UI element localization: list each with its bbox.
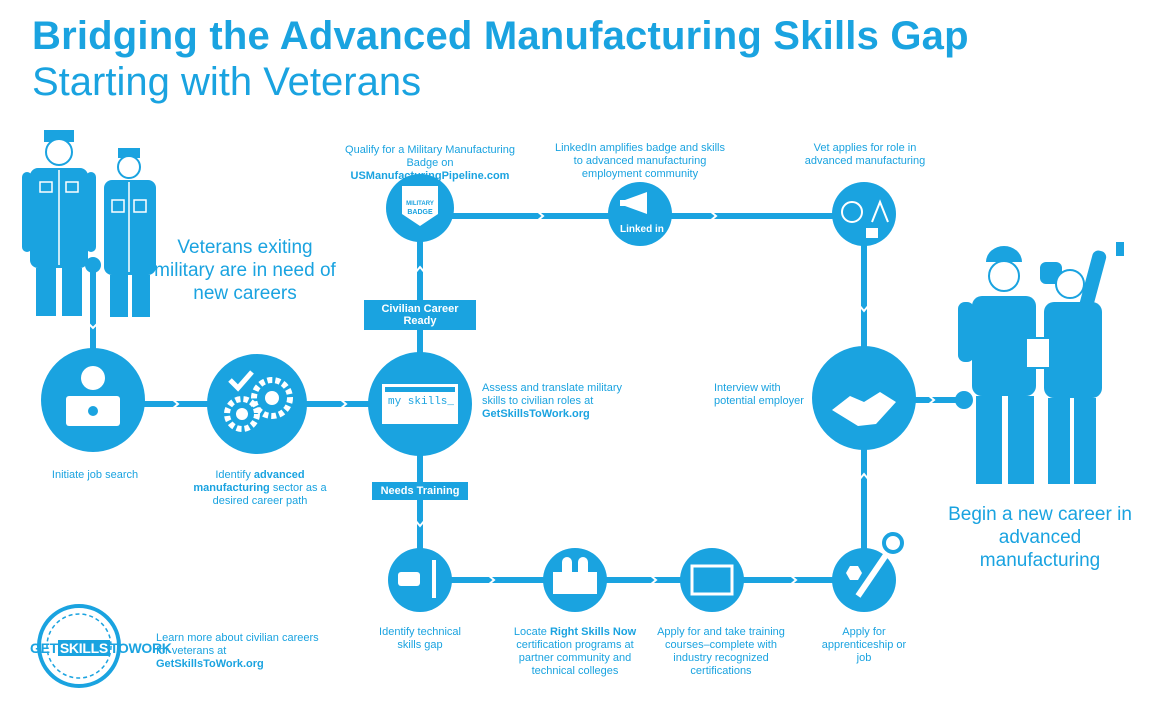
assess-caption: Assess and translate military skills to …	[482, 382, 622, 420]
oil-derrick-icon	[866, 199, 889, 238]
person-icon	[841, 201, 863, 223]
civilian-career-ready-tag: Civilian Career Ready	[364, 300, 476, 330]
outcome-text: Begin a new career in advanced manufactu…	[948, 504, 1132, 571]
checkmark-icon	[228, 370, 254, 392]
training-courses-circle	[680, 548, 744, 612]
arrow-down	[414, 519, 426, 528]
screwdriver-icon	[432, 560, 436, 598]
linkedin-label: Linked in	[620, 224, 664, 235]
my-skills-box: my skills_	[382, 384, 458, 424]
veterans-intro-text: Veterans exiting military are in need of…	[154, 237, 336, 304]
arrow-right	[649, 574, 658, 586]
interview-caption: Interview with potential employer	[714, 382, 804, 407]
interview-circle	[812, 346, 916, 450]
identify-caption: Identify advanced manufacturing sector a…	[193, 469, 327, 507]
page-title: Bridging the Advanced Manufacturing Skil…	[32, 14, 969, 58]
page-subtitle: Starting with Veterans	[32, 60, 422, 104]
arrow-right	[709, 210, 718, 222]
gears-icon	[224, 377, 293, 432]
training-caption: Apply for and take training courses–comp…	[657, 626, 785, 677]
get-skills-to-work-logo	[37, 604, 121, 688]
badge-caption: Qualify for a Military Manufacturing Bad…	[345, 144, 515, 182]
college-building-icon	[553, 557, 597, 594]
handshake-icon	[832, 392, 896, 426]
start-dot	[85, 257, 101, 273]
hand-icon	[398, 572, 420, 586]
locate-caption: Locate Right Skills Now certification pr…	[513, 626, 637, 677]
linkedin-circle	[608, 182, 672, 246]
flow-arrows	[86, 210, 936, 586]
arrow-down	[86, 321, 100, 330]
arrow-right	[487, 574, 496, 586]
needs-training-tag: Needs Training	[372, 482, 468, 500]
arrow-right	[927, 394, 936, 406]
arrow-right	[171, 398, 180, 410]
veterans-uniform-illustration	[22, 130, 156, 317]
linkedin-caption: LinkedIn amplifies badge and skills to a…	[555, 142, 725, 180]
arrow-right	[339, 398, 348, 410]
megaphone-icon	[620, 192, 647, 214]
workers-illustration	[958, 242, 1124, 484]
initiate-caption: Initiate job search	[51, 469, 139, 481]
end-dot	[955, 391, 973, 409]
technical-gap-caption: Identify technical skills gap	[379, 626, 461, 651]
apprentice-caption: Apply for apprenticeship or job	[821, 626, 907, 664]
badge-icon	[402, 186, 438, 226]
arrow-up	[414, 265, 426, 274]
my-skills-text: my skills_	[388, 396, 455, 408]
arrow-down	[858, 304, 870, 313]
arrow-up	[858, 472, 870, 481]
arrow-right	[789, 574, 798, 586]
vet-applies-caption: Vet applies for role in advanced manufac…	[804, 142, 926, 167]
badge-top-text: MILITARY	[406, 201, 434, 207]
laptop-icon	[66, 366, 120, 426]
wrench-icon	[855, 532, 904, 598]
certificate-icon	[690, 564, 734, 596]
learn-more-text: Learn more about civilian careers for ve…	[156, 632, 319, 670]
badge-bottom-text: BADGE	[407, 209, 433, 216]
hex-nut-icon	[846, 566, 862, 580]
arrow-right	[536, 210, 545, 222]
vet-applies-circle	[832, 182, 896, 246]
